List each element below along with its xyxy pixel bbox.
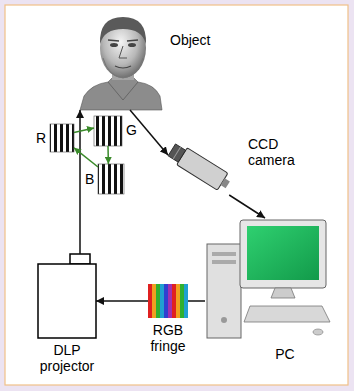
node-label: B — [85, 171, 97, 187]
rgb-fringe-picture — [168, 284, 172, 318]
panel — [5, 5, 348, 385]
bust-picture — [115, 66, 131, 68]
bust-picture — [110, 43, 118, 47]
node-label: R — [36, 130, 48, 146]
camera-picture — [173, 147, 180, 159]
bust-picture — [80, 17, 162, 110]
rgb-fringe-picture — [164, 284, 168, 318]
ccd-camera: CCD camera — [168, 145, 240, 195]
projector-picture — [70, 254, 90, 264]
bust-picture — [119, 46, 127, 58]
label-holder: G — [126, 122, 140, 138]
rgb-fringe-picture — [160, 284, 164, 318]
rgb-fringe-picture — [156, 284, 160, 318]
camera-picture — [177, 148, 228, 190]
pc-picture — [247, 226, 319, 280]
fringe-image — [98, 164, 124, 194]
label-holder: CCD camera — [248, 136, 306, 168]
node-label: G — [126, 122, 140, 138]
label-holder: DLP projector — [32, 342, 102, 374]
pc-picture — [313, 329, 323, 335]
arrow-connector — [107, 146, 109, 164]
rgb-fringe-picture — [172, 284, 176, 318]
camera-picture — [221, 178, 230, 188]
arrow-connector — [96, 300, 148, 302]
pc-picture — [271, 288, 295, 298]
pc-picture — [244, 306, 330, 322]
node-label: RGB fringe — [138, 322, 198, 354]
node-label: CCD camera — [248, 136, 306, 168]
arrow-connector — [74, 148, 98, 167]
label-holder: PC — [265, 346, 305, 362]
pc-picture — [212, 252, 236, 256]
pc-computer: PC — [205, 218, 330, 340]
rgb-fringe-picture — [148, 284, 152, 318]
bust-picture — [128, 43, 136, 47]
node-label: PC — [265, 346, 305, 362]
rgb-fringe-picture — [176, 284, 180, 318]
pc-picture — [207, 220, 330, 338]
bust-picture — [108, 40, 138, 41]
arrow-connector — [229, 195, 265, 218]
pc-picture — [240, 220, 326, 288]
dlp-projector: DLP projector — [38, 254, 96, 338]
arrow-connector — [74, 128, 94, 132]
rgb-fringe: RGB fringe — [148, 284, 188, 318]
bust-picture — [108, 82, 138, 100]
label-holder: Object — [170, 32, 230, 48]
object-bust: Object — [76, 16, 162, 110]
projector-picture — [38, 254, 96, 338]
arrow-connector — [188, 300, 205, 302]
rgb-fringe-picture — [148, 284, 188, 318]
fringe-image — [94, 116, 122, 146]
pc-picture — [212, 260, 236, 264]
projector-picture — [38, 264, 96, 338]
node-label: DLP projector — [32, 342, 102, 374]
fringe-pattern: R — [50, 124, 74, 152]
pc-picture — [221, 317, 227, 323]
bust-picture — [100, 18, 146, 78]
bust-picture — [103, 58, 143, 78]
rgb-fringe-picture — [180, 284, 184, 318]
pc-picture — [207, 244, 241, 338]
node-label: Object — [170, 32, 230, 48]
fringe-pattern: B — [98, 164, 124, 194]
label-holder: R — [36, 130, 48, 146]
rgb-fringe-picture — [184, 284, 188, 318]
camera-picture — [168, 144, 186, 162]
camera-picture — [166, 141, 233, 193]
label-holder: RGB fringe — [138, 322, 198, 354]
rgb-fringe-picture — [152, 284, 156, 318]
bust-picture — [80, 76, 162, 110]
fringe-pattern: G — [94, 116, 122, 146]
bust-picture — [100, 17, 146, 44]
fringe-image — [50, 124, 74, 152]
label-holder: B — [85, 171, 97, 187]
